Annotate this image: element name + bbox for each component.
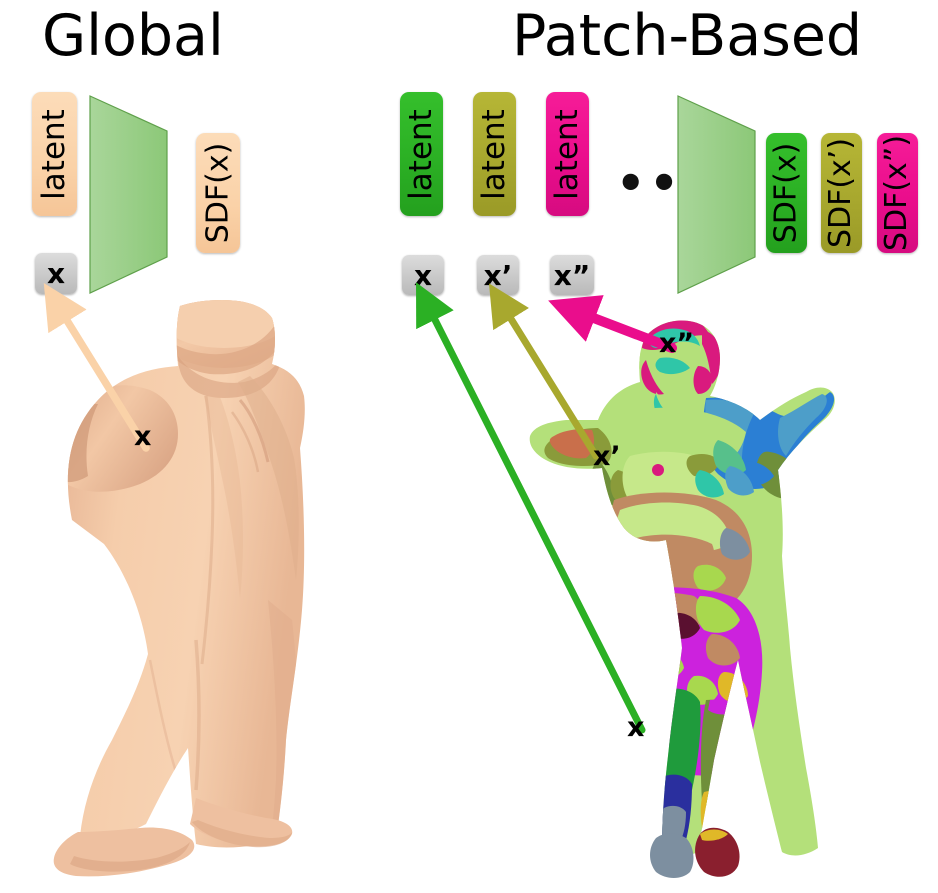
patch-point-chip-x-prime[interactable]: x’ [477,255,519,295]
patch-based-mesh [529,320,835,878]
global-latent-chip[interactable]: latent [32,92,77,216]
latent-ellipsis: ••• [616,156,717,210]
global-arrow-x [43,283,150,452]
patch-arrow-x-prime [488,283,600,460]
patch-latent-chip-2-label: latent [476,108,513,200]
global-output-chip-label: SDF(x) [200,142,235,244]
global-mesh [53,300,305,877]
panel-title-patch-based: Patch-Based [512,3,863,69]
panel-title-global: Global [42,3,224,69]
global-decoder-trapezoid [89,95,168,294]
patch-output-chip-sdf-x-double-prime[interactable]: SDF(x”) [877,133,918,253]
patch-point-chip-x-double-prime[interactable]: x” [550,255,594,295]
patch-latent-chip-3[interactable]: latent [546,92,589,216]
patch-output-chip-2-label: SDF(x’) [823,137,859,249]
patch-arrow-x-double-prime [548,295,677,353]
global-latent-chip-label: latent [36,108,73,200]
patch-arrow-x [416,282,646,734]
patch-output-chip-1-label: SDF(x) [768,142,804,244]
global-mesh-point-label-x: x [134,421,152,452]
global-point-chip-x[interactable]: x [35,253,77,294]
patch-mesh-point-label-x-prime: x’ [593,441,621,472]
patch-latent-chip-1[interactable]: latent [400,92,443,216]
patch-mesh-point-label-x-double-prime: x” [659,328,695,359]
patch-latent-chip-2[interactable]: latent [473,92,516,216]
patch-output-chip-sdf-x-prime[interactable]: SDF(x’) [821,133,862,253]
patch-output-chip-3-label: SDF(x”) [879,134,915,252]
patch-latent-chip-1-label: latent [403,108,440,200]
patch-point-chip-x[interactable]: x [402,255,444,295]
global-output-chip-sdf-x[interactable]: SDF(x) [196,133,240,253]
patch-mesh-point-label-x: x [627,712,645,743]
patch-latent-chip-3-label: latent [549,108,586,200]
patch-output-chip-sdf-x[interactable]: SDF(x) [766,133,807,253]
